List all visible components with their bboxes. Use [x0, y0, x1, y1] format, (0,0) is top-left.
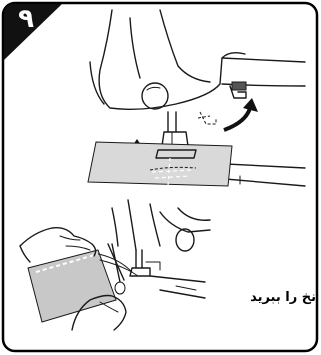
caption-text: نخ را ببرید [212, 290, 316, 305]
fabric [88, 142, 232, 186]
step-number: ۹ [6, 4, 46, 34]
